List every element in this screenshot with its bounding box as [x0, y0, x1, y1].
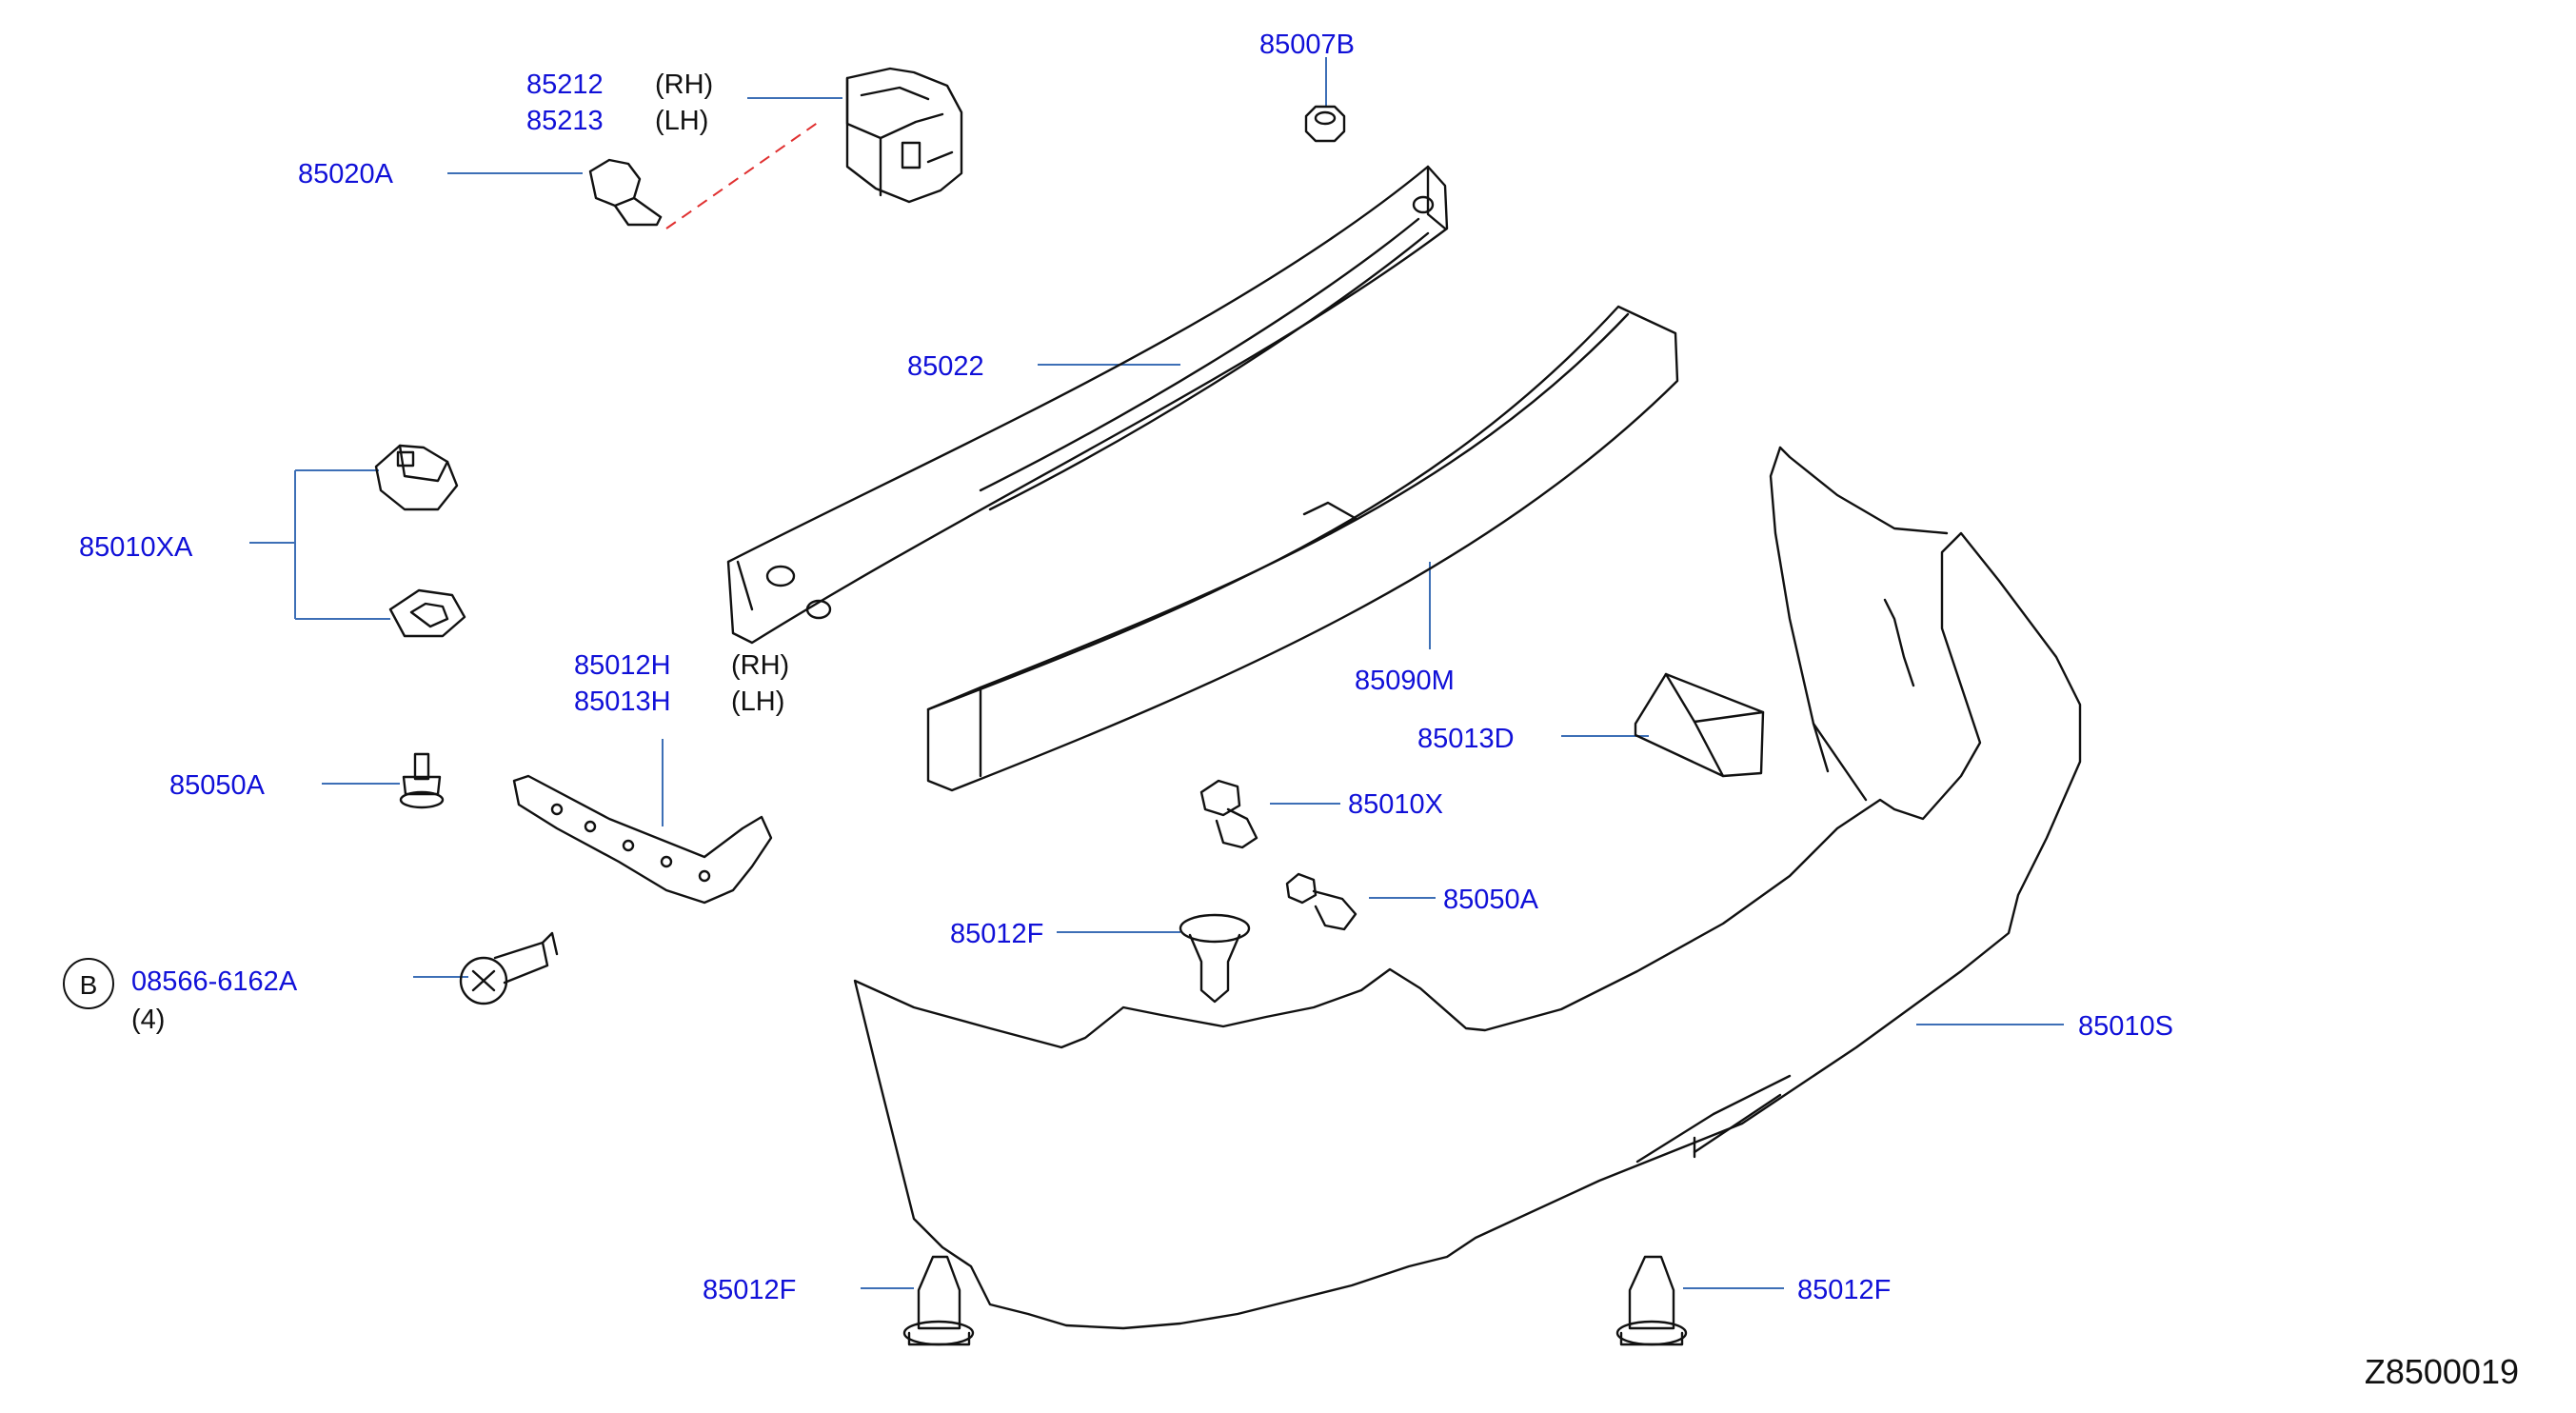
label-lh-85013H: (LH) — [731, 687, 785, 717]
clip-85050A-left — [399, 752, 445, 809]
nut-85007B — [1304, 105, 1346, 143]
screw-08566-6162A — [459, 931, 559, 1005]
label-rh-85212: (RH) — [655, 70, 714, 100]
label-lh-85213: (LH) — [655, 106, 709, 136]
reinforcement-85022 — [726, 165, 1449, 645]
clip-85010X — [1199, 779, 1258, 849]
label-qty-4: (4) — [131, 1005, 166, 1035]
label-85050A-left: 85050A — [169, 770, 265, 801]
callout-circle-b: B — [63, 958, 114, 1009]
leader-lines — [249, 57, 2064, 1289]
label-85010XA: 85010XA — [79, 532, 193, 563]
clip-85010XA-top — [374, 444, 459, 511]
bracket-85012H — [512, 774, 773, 905]
label-85213: 85213 — [526, 106, 604, 136]
absorber-85090M — [926, 305, 1679, 792]
clip-85012F-br — [1615, 1255, 1688, 1346]
label-85010X: 85010X — [1348, 789, 1443, 820]
label-85090M: 85090M — [1355, 666, 1455, 696]
label-85012H: 85012H — [574, 650, 671, 681]
label-85012F-bl: 85012F — [703, 1275, 797, 1305]
label-85012F-mid: 85012F — [950, 919, 1044, 949]
clip-85050A-right — [1285, 872, 1357, 931]
pad-85013D — [1634, 672, 1765, 778]
label-85212: 85212 — [526, 70, 604, 100]
label-85013D: 85013D — [1417, 724, 1515, 754]
bolt-85020A — [588, 158, 663, 227]
bracket-85212 — [845, 67, 963, 204]
clip-85012F-bl — [902, 1255, 975, 1346]
label-85020A: 85020A — [298, 159, 393, 189]
bumper-fascia-85010S — [853, 446, 2082, 1330]
clip-85012F-mid — [1179, 913, 1251, 1004]
diagram-id: Z8500019 — [2364, 1352, 2519, 1391]
label-08566-6162A: 08566-6162A — [131, 966, 298, 997]
clip-85010XA-bottom — [388, 588, 466, 638]
label-85013H: 85013H — [574, 687, 671, 717]
label-85012F-br: 85012F — [1797, 1275, 1892, 1305]
label-rh-85012H: (RH) — [731, 650, 790, 681]
dashed-line — [665, 121, 820, 229]
label-85007B: 85007B — [1259, 30, 1355, 60]
label-85022: 85022 — [907, 351, 984, 382]
label-85010S: 85010S — [2078, 1011, 2173, 1042]
label-85050A-right: 85050A — [1443, 885, 1538, 915]
